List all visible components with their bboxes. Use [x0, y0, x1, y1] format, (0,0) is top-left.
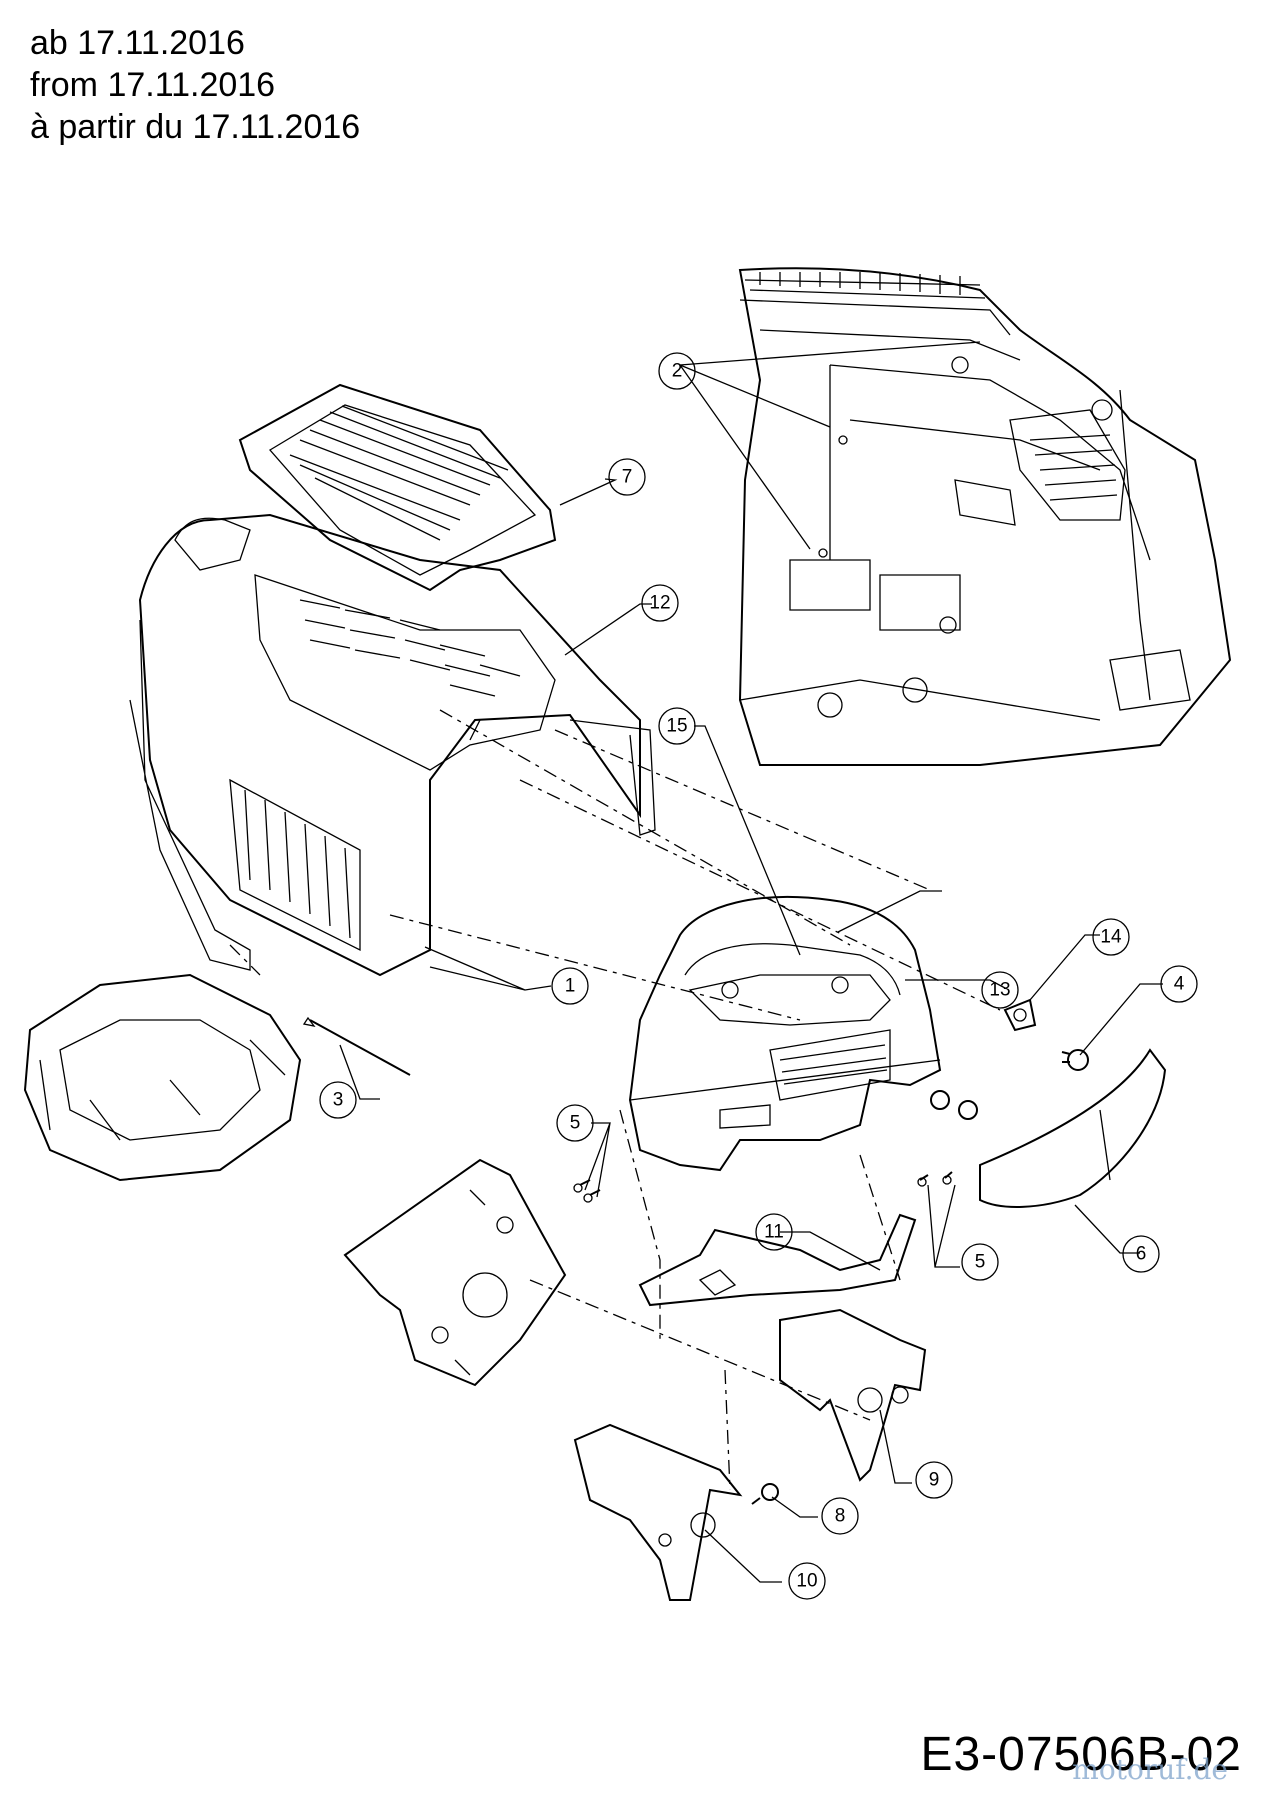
callout-14: 14 [1092, 918, 1130, 956]
svg-text:15: 15 [666, 716, 687, 737]
part-8-bolt [751, 1483, 779, 1505]
svg-text:12: 12 [649, 593, 670, 614]
callout-13: 13 [981, 971, 1019, 1009]
callout-4: 4 [1160, 965, 1198, 1003]
part-12-hood [129, 513, 656, 977]
validity-date-fr: à partir du 17.11.2016 [30, 108, 361, 146]
watermark-logo: motoruf.de [1072, 1753, 1228, 1786]
callout-5-left: 5 [556, 1104, 594, 1142]
part-4-pin [1061, 1049, 1089, 1071]
side-pin-pair [930, 1090, 978, 1120]
callout-12: 12 [641, 584, 679, 622]
svg-text:7: 7 [622, 467, 633, 488]
part-10-side-bracket [573, 1423, 743, 1601]
callout-6: 6 [1122, 1235, 1160, 1273]
part-14-clip [1003, 998, 1037, 1032]
part-11-cross-bracket [638, 1213, 917, 1307]
callout-10: 10 [788, 1562, 826, 1600]
svg-text:3: 3 [333, 1090, 344, 1111]
svg-text:4: 4 [1174, 974, 1185, 995]
validity-date-en: from 17.11.2016 [30, 66, 276, 104]
diagram-header: ab 17.11.2016 from 17.11.2016 à partir d… [30, 22, 360, 148]
svg-text:2: 2 [672, 361, 683, 382]
callout-15: 15 [658, 707, 696, 745]
part-5-screws-right [917, 1171, 953, 1187]
part-6-headlight-lens [979, 1048, 1167, 1208]
validity-date-de: ab 17.11.2016 [30, 24, 245, 62]
svg-text:13: 13 [989, 980, 1010, 1001]
assembly-lines [229, 709, 1001, 1491]
part-13-front-nose [628, 895, 942, 1172]
svg-text:11: 11 [764, 1222, 784, 1243]
svg-text:8: 8 [835, 1506, 846, 1527]
part-9-side-bracket [779, 1308, 927, 1482]
svg-text:5: 5 [975, 1252, 986, 1273]
drawing-code: E3-07506B-02 [920, 1728, 1242, 1781]
svg-text:10: 10 [796, 1571, 817, 1592]
part-7-top-grille-cover [238, 383, 557, 592]
svg-text:6: 6 [1136, 1244, 1147, 1265]
inset-detail-view [738, 267, 1232, 766]
part-3-cable-tie [302, 1016, 411, 1076]
svg-text:14: 14 [1100, 927, 1122, 948]
svg-text:9: 9 [929, 1470, 940, 1491]
callout-9: 9 [915, 1461, 953, 1499]
callout-7: 7 [608, 458, 646, 496]
mounting-plate [343, 1158, 567, 1387]
svg-text:1: 1 [565, 976, 576, 997]
leader-lines [339, 341, 1163, 1583]
callout-3: 3 [319, 1081, 357, 1119]
callout-11: 11 [755, 1213, 793, 1251]
callout-5-right: 5 [961, 1243, 999, 1281]
footwell-tray [23, 973, 302, 1182]
callout-2: 2 [658, 352, 696, 390]
callout-8: 8 [821, 1497, 859, 1535]
svg-text:5: 5 [570, 1113, 581, 1134]
callout-1: 1 [551, 967, 589, 1005]
